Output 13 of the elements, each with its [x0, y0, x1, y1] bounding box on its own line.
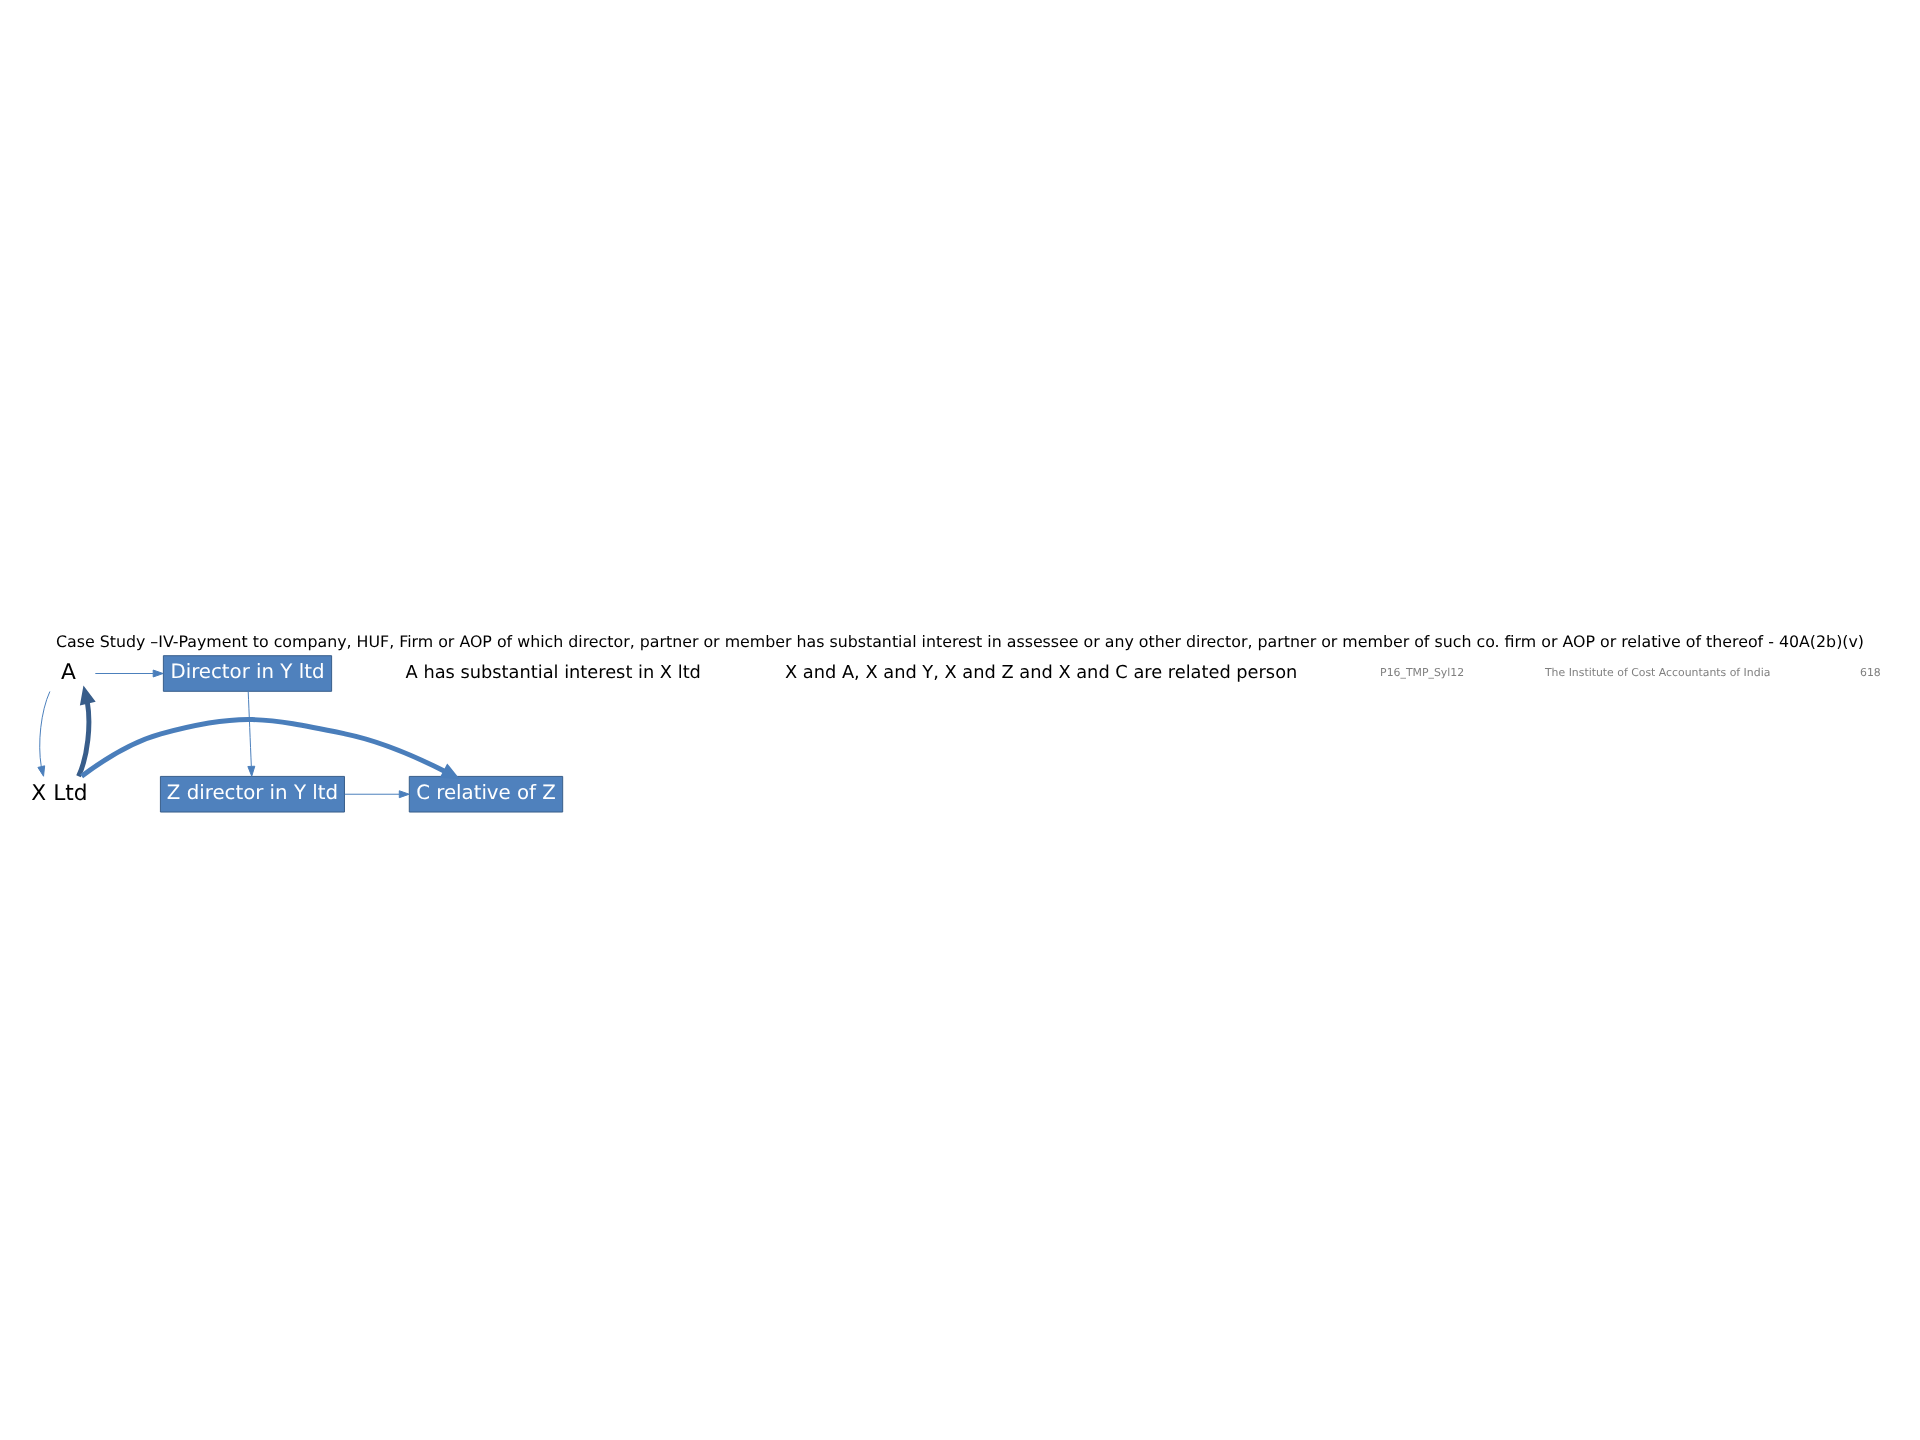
label: A has substantial interest in X ltd: [405, 662, 701, 683]
arrow: [37, 690, 51, 776]
node-box: Director in Y ltd: [162, 654, 333, 691]
node-box: Z director in Y ltd: [159, 774, 345, 812]
node-box: C relative of Z: [408, 774, 564, 812]
arrow: [247, 690, 256, 776]
node-text: A: [60, 658, 76, 685]
label: X and A, X and Y, X and Z and X and C are related person: [784, 662, 1298, 683]
arrow: [80, 716, 460, 779]
node-text: X Ltd: [31, 778, 88, 805]
arrow: [94, 668, 164, 677]
arrow: [344, 789, 410, 798]
arrow: [76, 684, 96, 777]
